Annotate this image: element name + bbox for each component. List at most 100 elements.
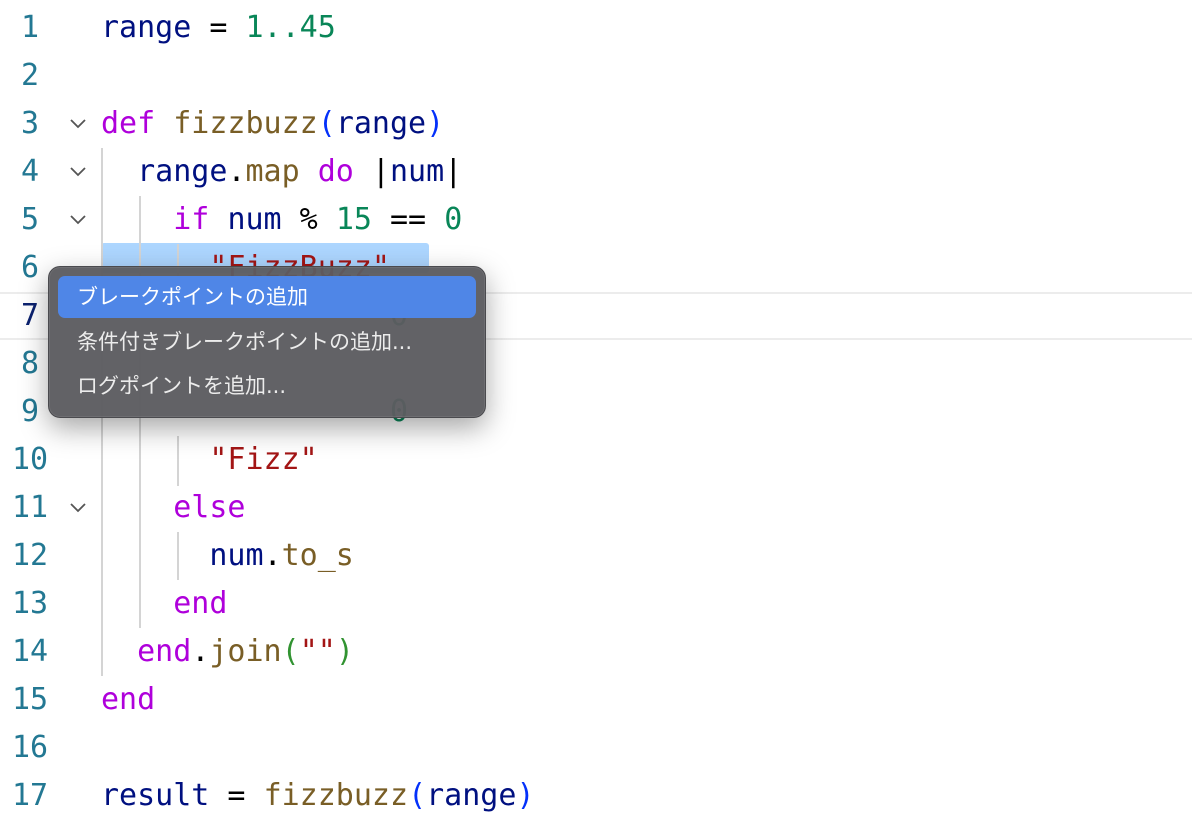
line-code[interactable]: result = fizzbuzz(range) <box>101 772 535 820</box>
line-number[interactable]: 16 <box>11 730 49 765</box>
code-token: num <box>390 154 445 189</box>
code-token: to_s <box>281 538 354 573</box>
code-token: range <box>426 778 517 813</box>
code-token: "" <box>299 634 336 669</box>
code-line[interactable]: 10 "Fizz" <box>0 436 1192 484</box>
menu-item-add-logpoint[interactable]: ログポイントを追加... <box>77 374 287 398</box>
code-token: range <box>137 154 228 189</box>
chevron-down-icon[interactable] <box>66 148 90 196</box>
line-number[interactable]: 3 <box>20 106 40 141</box>
code-token <box>101 442 209 477</box>
code-token: ) <box>516 778 535 813</box>
code-token <box>209 202 227 237</box>
menu-item-add-conditional-breakpoint[interactable]: 条件付きブレークポイントの追加... <box>77 330 413 354</box>
code-token: fizzbuzz <box>173 106 318 141</box>
code-line[interactable]: 5 if num % 15 == 0 <box>0 196 1192 244</box>
code-token: fizzbuzz <box>263 778 409 813</box>
line-code[interactable]: range = 1..45 <box>101 4 336 52</box>
code-token: ( <box>317 106 336 141</box>
code-line[interactable]: 8 <box>0 340 1192 388</box>
code-token: == <box>371 202 445 237</box>
code-line[interactable]: 17 result = fizzbuzz(range) <box>0 772 1192 820</box>
code-token <box>101 490 173 525</box>
code-token <box>101 634 137 669</box>
code-token: end <box>137 634 192 669</box>
chevron-down-icon[interactable] <box>66 196 90 244</box>
code-token: range <box>101 10 192 45</box>
line-code[interactable]: num.to_s <box>101 532 354 580</box>
line-number[interactable]: 7 <box>20 298 40 333</box>
code-token <box>101 154 137 189</box>
code-token: ( <box>408 778 427 813</box>
code-token: % <box>281 202 336 237</box>
code-token: num <box>227 202 282 237</box>
code-token: | <box>353 154 390 189</box>
indent-guide <box>177 436 179 486</box>
line-number[interactable]: 14 <box>11 634 49 669</box>
code-token: "Fizz" <box>209 442 318 477</box>
line-number[interactable]: 13 <box>11 586 49 621</box>
line-number[interactable]: 5 <box>20 202 40 237</box>
line-code[interactable]: end.join("") <box>101 628 354 676</box>
chevron-down-icon[interactable] <box>66 484 90 532</box>
code-token: num <box>209 538 264 573</box>
code-line[interactable]: 16 <box>0 724 1192 772</box>
code-token: | <box>444 154 463 189</box>
code-token: ( <box>281 634 300 669</box>
breakpoint-context-menu: ブレークポイントの追加 条件付きブレークポイントの追加... ログポイントを追加… <box>48 266 486 418</box>
chevron-down-icon[interactable] <box>66 100 90 148</box>
code-token: join <box>209 634 282 669</box>
code-token: end <box>101 682 156 717</box>
code-line[interactable]: 14 end.join("") <box>0 628 1192 676</box>
line-number[interactable]: 9 <box>20 394 40 429</box>
code-token: end <box>173 586 228 621</box>
line-code[interactable]: end <box>101 676 155 724</box>
code-token: range <box>335 106 427 141</box>
line-number[interactable]: 8 <box>20 346 40 381</box>
line-number[interactable]: 6 <box>20 250 40 285</box>
code-line[interactable]: 11 else <box>0 484 1192 532</box>
code-token <box>300 154 318 189</box>
line-code[interactable]: range.map do |num| <box>101 148 462 196</box>
code-token: . <box>227 154 246 189</box>
code-line[interactable]: 1 range = 1..45 <box>0 4 1192 52</box>
code-token: map <box>245 154 300 189</box>
line-number[interactable]: 2 <box>20 58 40 93</box>
code-token: if <box>173 202 210 237</box>
code-line[interactable]: 13 end <box>0 580 1192 628</box>
line-number[interactable]: 17 <box>11 778 49 813</box>
code-token <box>101 586 173 621</box>
code-token: 1..45 <box>245 10 336 45</box>
code-token: result <box>101 778 210 813</box>
code-token: def <box>101 106 156 141</box>
line-number[interactable]: 1 <box>20 10 40 45</box>
code-line[interactable]: 12 num.to_s <box>0 532 1192 580</box>
line-code[interactable]: else <box>101 484 246 532</box>
line-number[interactable]: 15 <box>11 682 49 717</box>
code-token: ) <box>335 634 354 669</box>
code-token: . <box>263 538 282 573</box>
line-number[interactable]: 4 <box>20 154 40 189</box>
line-code[interactable]: if num % 15 == 0 <box>101 196 462 244</box>
code-line[interactable]: 3 def fizzbuzz(range) <box>0 100 1192 148</box>
line-number[interactable]: 11 <box>11 490 49 525</box>
code-token: do <box>317 154 354 189</box>
menu-item-add-breakpoint[interactable]: ブレークポイントの追加 <box>58 276 476 318</box>
code-token: . <box>191 634 210 669</box>
code-line[interactable]: 2 <box>0 52 1192 100</box>
code-token <box>101 538 209 573</box>
line-number[interactable]: 10 <box>11 442 49 477</box>
line-code[interactable]: def fizzbuzz(range) <box>101 100 444 148</box>
code-token: 15 <box>335 202 372 237</box>
line-number[interactable]: 12 <box>11 538 49 573</box>
code-line[interactable]: 4 range.map do |num| <box>0 148 1192 196</box>
line-code[interactable]: end <box>101 580 227 628</box>
code-line[interactable]: 15 end <box>0 676 1192 724</box>
code-token: ) <box>426 106 445 141</box>
line-code[interactable]: "Fizz" <box>101 436 318 484</box>
code-token: = <box>209 778 264 813</box>
code-token: 0 <box>444 202 463 237</box>
code-token <box>155 106 173 141</box>
code-token: else <box>173 490 246 525</box>
